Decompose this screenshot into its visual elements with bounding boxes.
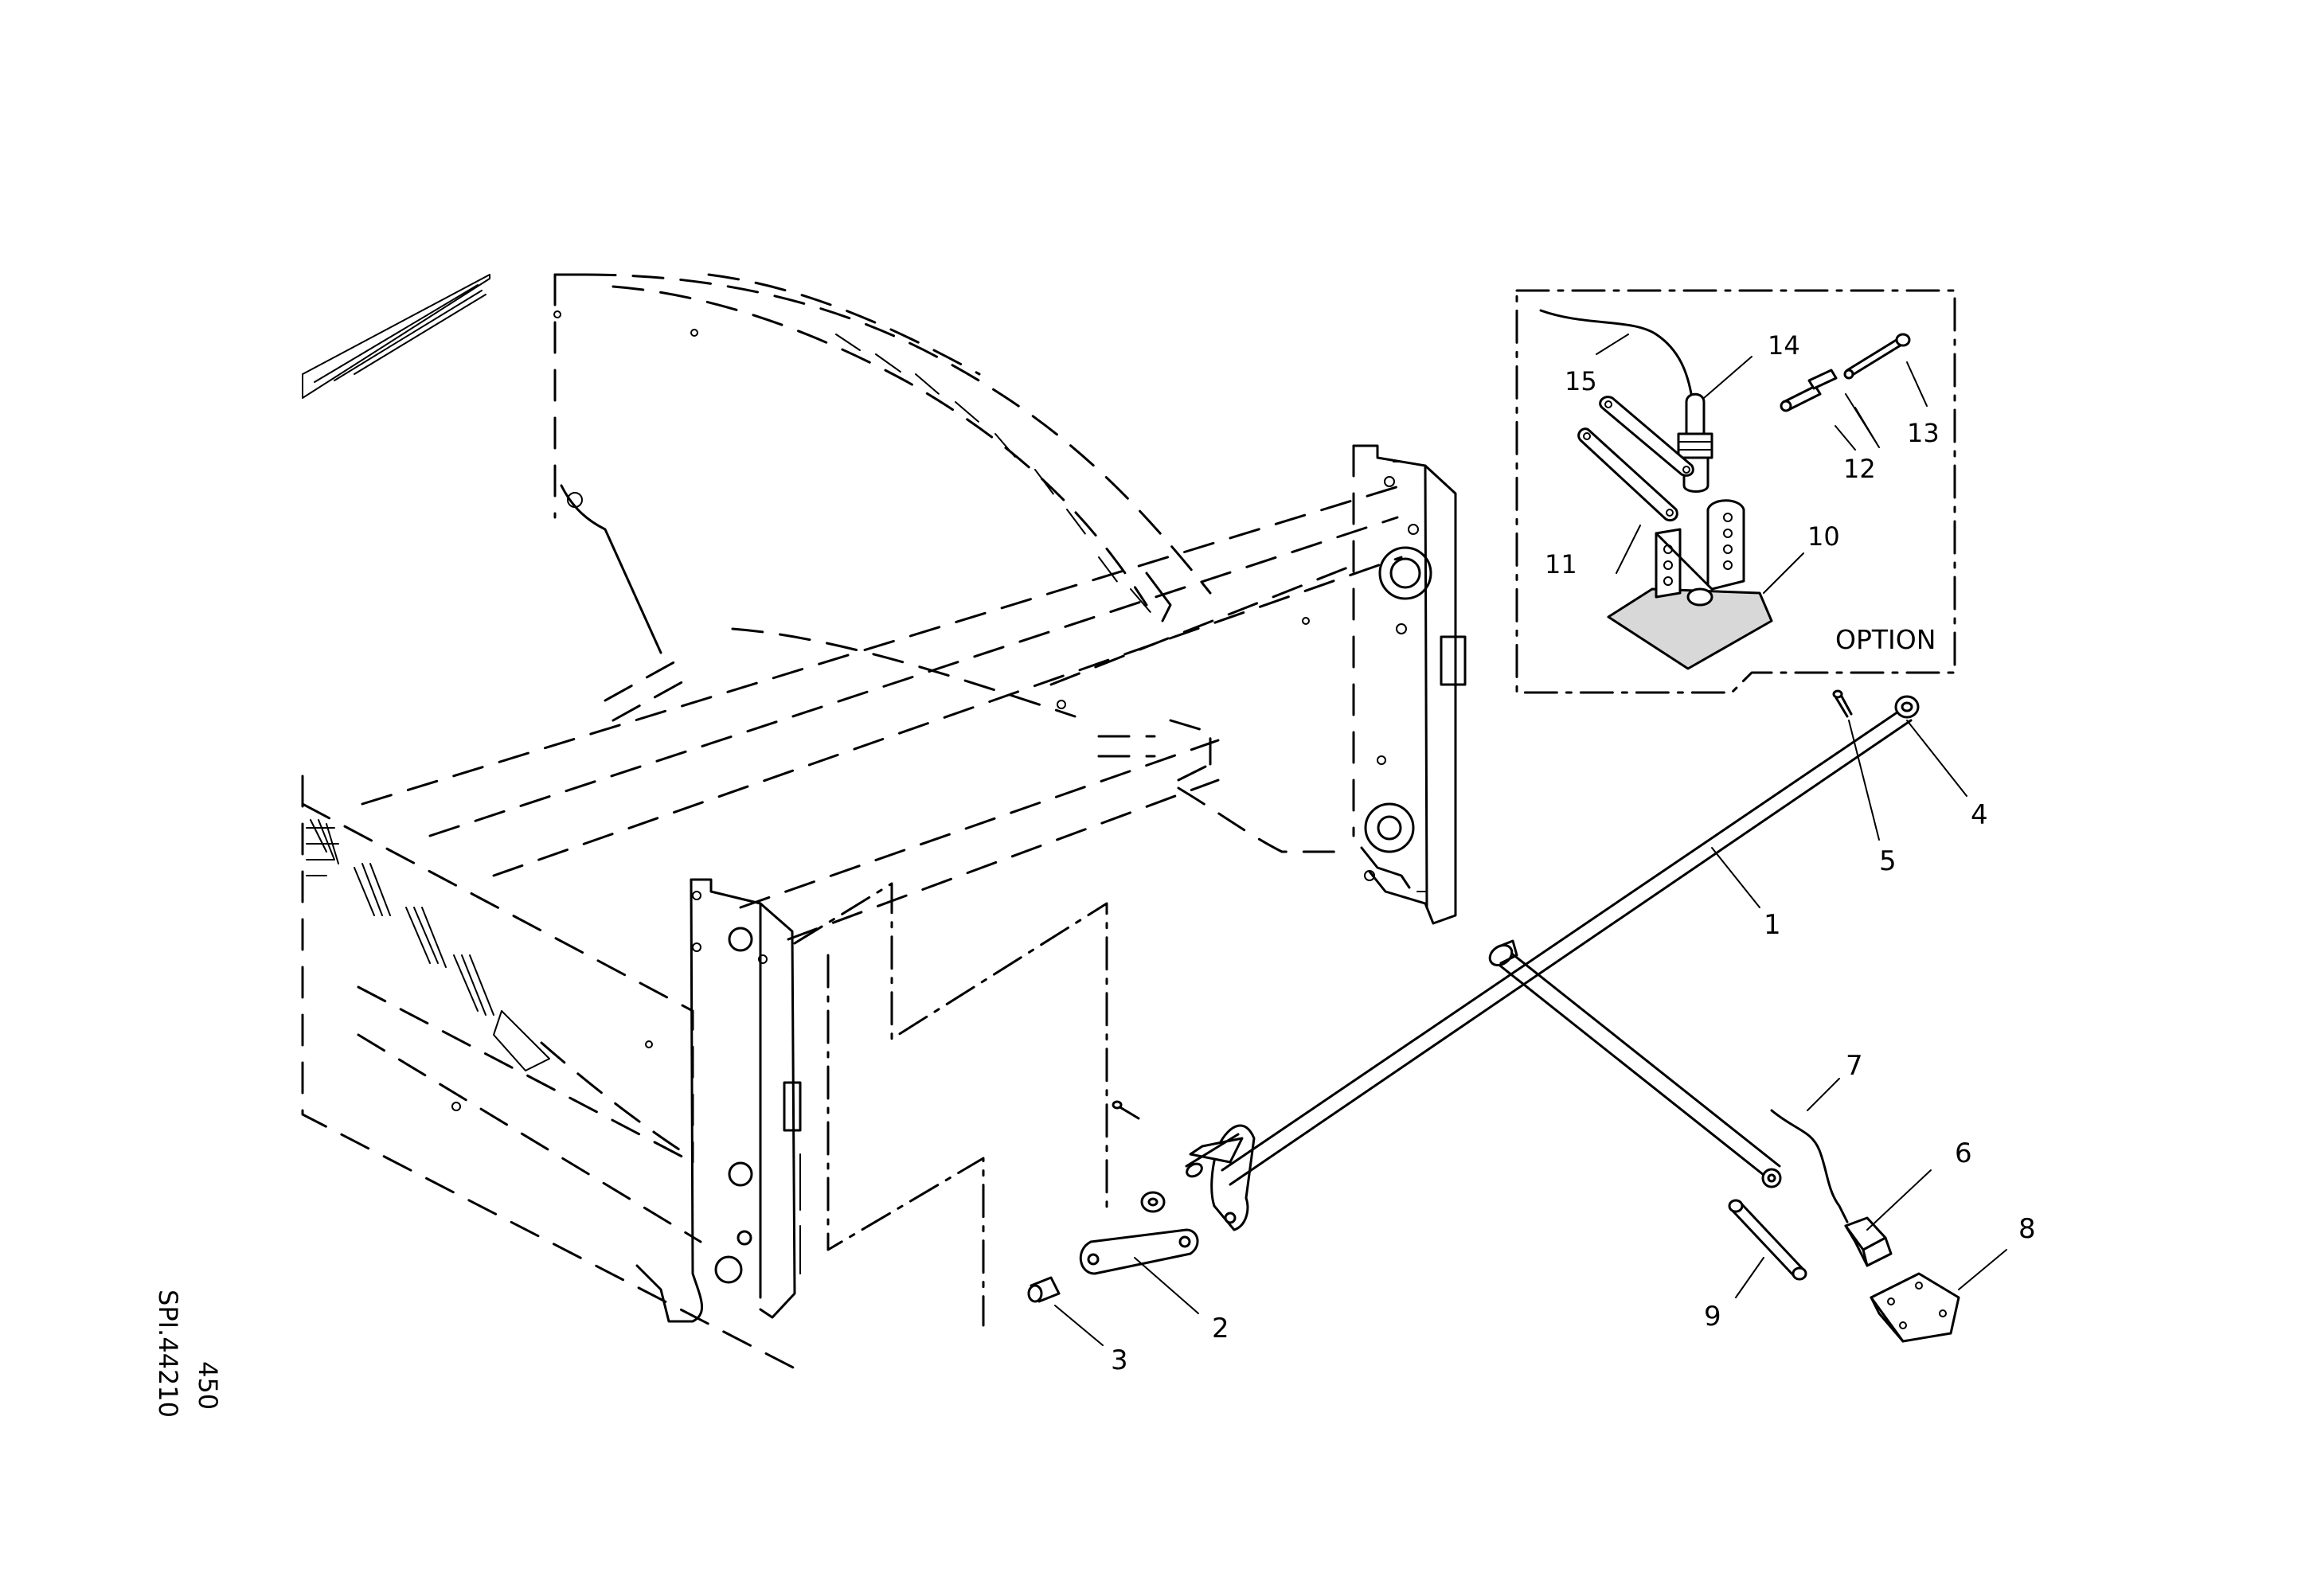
front-end-plate xyxy=(635,878,802,1323)
callout-13: 13 xyxy=(1907,418,1940,448)
callout-8: 8 xyxy=(2018,1213,2036,1245)
drawing-code: SPI.44210 xyxy=(153,1290,183,1418)
shaft-assembly xyxy=(1027,689,1960,1343)
callout-4: 4 xyxy=(1971,799,1988,831)
hatched-strip xyxy=(302,274,490,399)
callout-7: 7 xyxy=(1846,1050,1863,1082)
bushing xyxy=(1027,1276,1061,1303)
pins xyxy=(1780,369,1838,412)
link-plate xyxy=(1079,1228,1199,1275)
machine-frame-outline xyxy=(301,273,1467,1371)
sensor xyxy=(1844,1216,1893,1267)
mounting-straps xyxy=(1577,396,1694,522)
switch-bracket xyxy=(1607,499,1773,670)
limit-switch xyxy=(1677,392,1713,493)
pin xyxy=(1728,1199,1807,1281)
split-pin xyxy=(1832,689,1853,718)
option-label: OPTION xyxy=(1835,624,1936,655)
option-inset: 15 14 13 12 11 10 OPTION xyxy=(1515,289,1956,694)
callout-12: 12 xyxy=(1843,454,1876,484)
callout-6: 6 xyxy=(1955,1137,1972,1169)
callout-15: 15 xyxy=(1565,366,1597,396)
callout-5: 5 xyxy=(1879,845,1897,877)
bolt xyxy=(1843,333,1911,380)
sensor-bracket xyxy=(1870,1272,1960,1343)
callout-2: 2 xyxy=(1212,1313,1229,1344)
callout-10: 10 xyxy=(1807,521,1840,552)
callout-11: 11 xyxy=(1545,549,1577,579)
callout-9: 9 xyxy=(1704,1301,1721,1333)
callout-3: 3 xyxy=(1111,1344,1128,1376)
washer xyxy=(1140,1191,1166,1213)
callout-14: 14 xyxy=(1768,330,1800,361)
drawing-reference: 450 SPI.44210 xyxy=(153,1290,223,1418)
callouts: 1 2 3 4 5 6 7 8 9 xyxy=(1054,720,2036,1376)
shaft-hub xyxy=(1488,939,1518,966)
sheet-number: 450 xyxy=(193,1361,223,1410)
callout-1: 1 xyxy=(1764,909,1781,941)
right-end-plate xyxy=(1352,444,1467,925)
washer-right xyxy=(1894,695,1920,719)
